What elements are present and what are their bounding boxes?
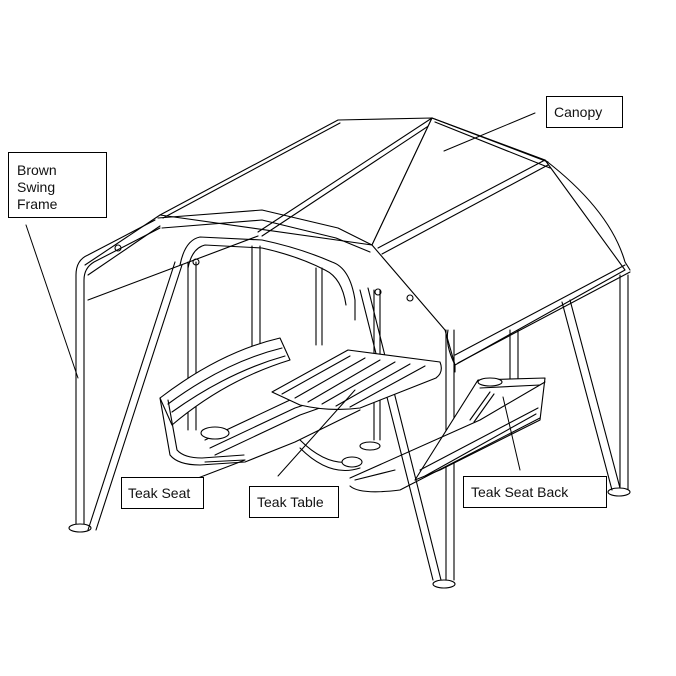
left-seat-illustration: [159, 337, 366, 466]
leader-line-teak-seat-back: [502, 396, 521, 471]
leader-line-brown-swing-frame: [25, 224, 79, 379]
table-illustration: [271, 349, 442, 472]
leader-line-teak-table: [277, 389, 356, 477]
label-brown-swing-frame-line-3: Frame: [17, 196, 58, 212]
canopy-illustration: [84, 117, 631, 373]
leader-lines: [25, 112, 536, 479]
leader-line-teak-seat: [197, 459, 246, 479]
right-seat-illustration: [349, 377, 546, 493]
label-brown-swing-frame: Brown Swing Frame: [8, 152, 107, 218]
label-teak-seat: Teak Seat: [121, 477, 204, 509]
label-canopy: Canopy: [546, 96, 623, 128]
label-brown-swing-frame-line-1: Brown: [17, 162, 57, 178]
label-brown-swing-frame-line-2: Swing: [17, 179, 56, 195]
label-teak-seat-back: Teak Seat Back: [463, 476, 607, 508]
leader-line-canopy: [443, 112, 536, 152]
swing-frame-illustration: [68, 209, 631, 589]
label-teak-table: Teak Table: [249, 486, 339, 518]
